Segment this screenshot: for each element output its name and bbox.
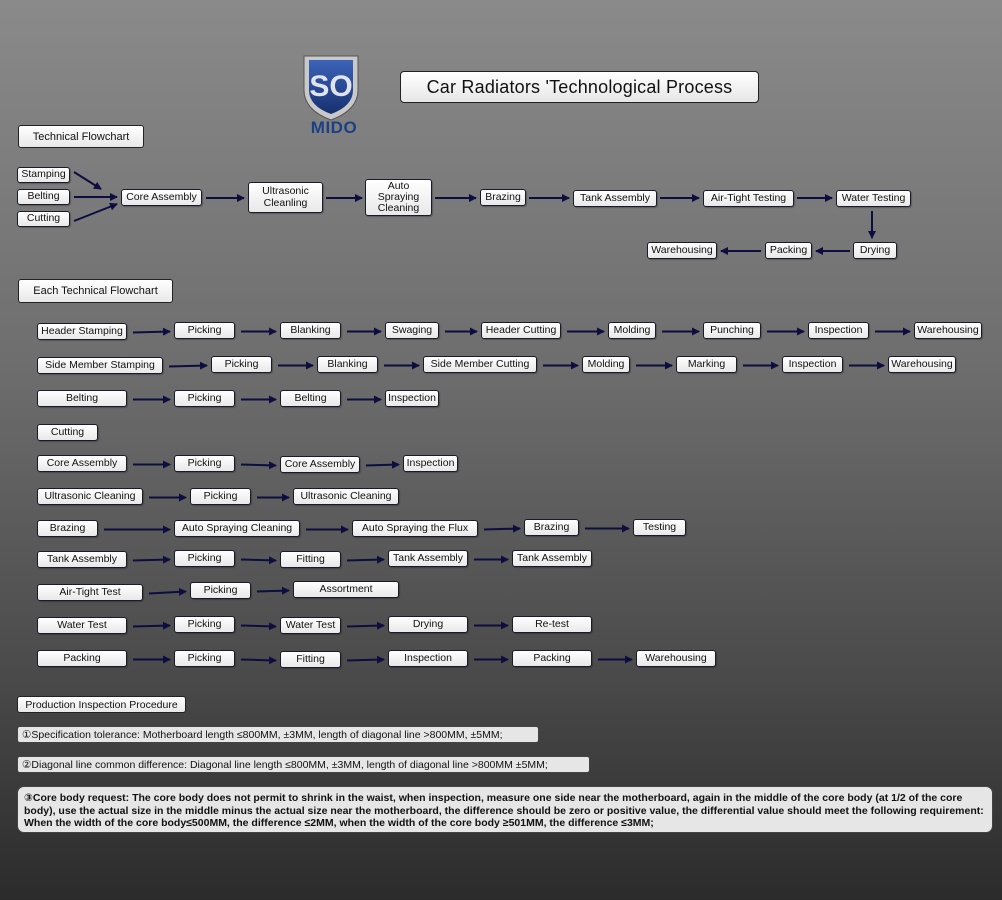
- flow-brazing-step: Brazing: [37, 520, 98, 537]
- main-input-belting: Belting: [17, 189, 70, 205]
- flow-water-test-step: Picking: [174, 616, 235, 633]
- flow-arrow: [346, 655, 385, 664]
- flow-air-tight-step: Air-Tight Test: [37, 584, 143, 601]
- flow-tank-assembly-step: Tank Assembly: [37, 551, 127, 568]
- flow-header-stamping-step: Swaging: [385, 322, 439, 339]
- main-step-auto-spraying-cleaning: Auto Spraying Cleaning: [365, 179, 432, 216]
- flow-side-member-step: Inspection: [782, 356, 843, 373]
- flow-header-stamping-step: Punching: [703, 322, 761, 339]
- flow-brazing-step: Auto Spraying Cleaning: [174, 520, 300, 537]
- main-step-water-testing: Water Testing: [836, 190, 911, 207]
- flow-arrow: [346, 555, 385, 564]
- arrow-stamping-to-core: [73, 171, 102, 190]
- flow-packing-step: Packing: [512, 650, 592, 667]
- flow-arrow: [240, 556, 277, 565]
- flow-arrow: [365, 460, 400, 469]
- main-step-tank-assembly: Tank Assembly: [573, 190, 657, 207]
- logo-mark-text: SO: [309, 70, 352, 103]
- main-step-drying: Drying: [853, 242, 897, 259]
- main-input-stamping: Stamping: [17, 167, 70, 183]
- flow-water-test-step: Water Test: [280, 617, 341, 634]
- flow-header-stamping-step: Molding: [608, 322, 656, 339]
- flow-air-tight-step: Picking: [190, 582, 251, 599]
- section-production-inspection: Production Inspection Procedure: [17, 696, 186, 713]
- brand-name: MIDO: [310, 118, 358, 137]
- flow-arrow: [240, 461, 277, 470]
- flow-arrow: [256, 586, 290, 595]
- main-input-cutting: Cutting: [17, 211, 70, 227]
- flow-header-stamping-step: Inspection: [808, 322, 869, 339]
- flow-arrow: [132, 327, 171, 336]
- flow-side-member-step: Side Member Cutting: [423, 356, 537, 373]
- flow-arrow: [168, 361, 208, 370]
- main-step-brazing: Brazing: [480, 189, 526, 206]
- flow-arrow: [240, 622, 277, 631]
- flow-brazing-step: Testing: [633, 519, 686, 536]
- flow-core-assembly-step: Core Assembly: [37, 455, 127, 472]
- flow-side-member-step: Marking: [676, 356, 737, 373]
- flow-arrow: [132, 621, 171, 630]
- flow-ultrasonic-step: Picking: [190, 488, 251, 505]
- flow-ultrasonic-step: Ultrasonic Cleaning: [37, 488, 143, 505]
- flow-header-stamping-step: Blanking: [280, 322, 341, 339]
- flow-core-assembly-step: Core Assembly: [280, 456, 360, 473]
- flow-belting-step: Picking: [174, 390, 235, 407]
- flow-tank-assembly-step: Fitting: [280, 551, 341, 568]
- flow-brazing-step: Auto Spraying the Flux: [352, 520, 478, 537]
- flow-arrow: [240, 656, 277, 665]
- flow-header-stamping-step: Header Cutting: [481, 322, 561, 339]
- flow-side-member-step: Molding: [582, 356, 630, 373]
- page-title: Car Radiators 'Technological Process: [400, 71, 759, 103]
- flow-cutting-step: Cutting: [37, 424, 98, 441]
- flow-packing-step: Fitting: [280, 651, 341, 668]
- main-step-core-assembly: Core Assembly: [121, 189, 202, 206]
- flow-header-stamping-step: Picking: [174, 322, 235, 339]
- flow-core-assembly-step: Inspection: [403, 455, 458, 472]
- flow-side-member-step: Side Member Stamping: [37, 357, 163, 374]
- flow-arrow: [346, 621, 385, 630]
- flow-belting-step: Belting: [37, 390, 127, 407]
- flow-arrow: [132, 555, 171, 564]
- flow-belting-step: Belting: [280, 390, 341, 407]
- section-each-technical-flowchart: Each Technical Flowchart: [18, 279, 173, 303]
- flow-packing-step: Inspection: [388, 650, 468, 667]
- main-step-ultrasonic-cleanling: Ultrasonic Cleanling: [248, 182, 323, 213]
- flow-packing-step: Picking: [174, 650, 235, 667]
- flow-core-assembly-step: Picking: [174, 455, 235, 472]
- flow-water-test-step: Water Test: [37, 617, 127, 634]
- flow-side-member-step: Picking: [211, 356, 272, 373]
- main-step-air-tight-testing: Air-Tight Testing: [703, 190, 794, 207]
- flow-tank-assembly-step: Picking: [174, 550, 235, 567]
- arrow-cutting-to-core: [73, 202, 118, 222]
- flow-arrow: [148, 587, 187, 596]
- flow-water-test-step: Re-test: [512, 616, 592, 633]
- main-step-warehousing: Warehousing: [647, 242, 717, 259]
- mido-shield-logo: SO: [303, 55, 359, 121]
- flow-side-member-step: Blanking: [317, 356, 378, 373]
- flow-tank-assembly-step: Tank Assembly: [388, 550, 468, 567]
- inspection-note-3: ③Core body request: The core body does n…: [17, 786, 993, 833]
- flow-ultrasonic-step: Ultrasonic Cleaning: [293, 488, 399, 505]
- section-technical-flowchart: Technical Flowchart: [18, 125, 144, 148]
- inspection-note-1: ①Specification tolerance: Motherboard le…: [17, 726, 539, 743]
- flow-arrow: [483, 524, 521, 533]
- flow-packing-step: Packing: [37, 650, 127, 667]
- flow-belting-step: Inspection: [385, 390, 439, 407]
- flow-water-test-step: Drying: [388, 616, 468, 633]
- inspection-note-2: ②Diagonal line common difference: Diagon…: [17, 756, 590, 773]
- flow-header-stamping-step: Warehousing: [914, 322, 982, 339]
- main-step-packing: Packing: [765, 242, 812, 259]
- flow-packing-step: Warehousing: [636, 650, 716, 667]
- flow-brazing-step: Brazing: [524, 519, 579, 536]
- flow-side-member-step: Warehousing: [888, 356, 956, 373]
- flow-air-tight-step: Assortment: [293, 581, 399, 598]
- flow-tank-assembly-step: Tank Assembly: [512, 550, 592, 567]
- flow-header-stamping-step: Header Stamping: [37, 323, 127, 340]
